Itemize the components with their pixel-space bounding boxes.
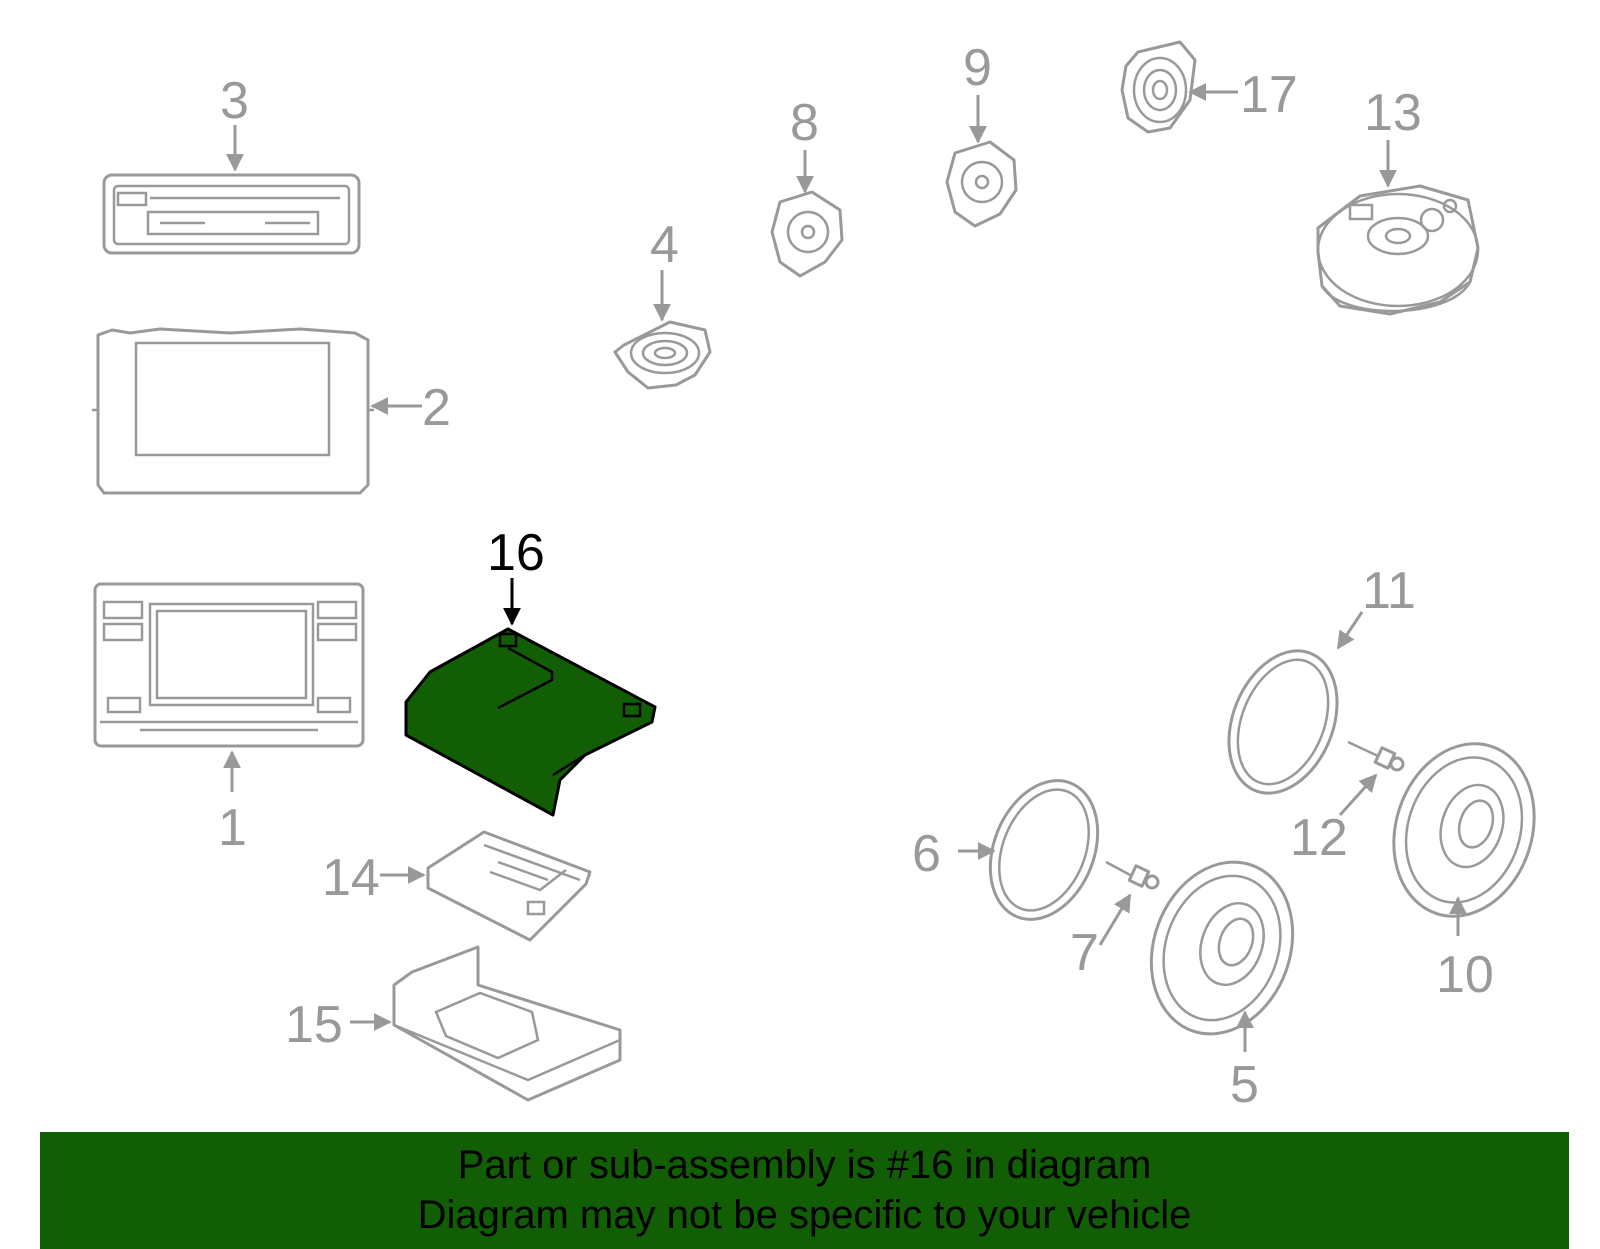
part-11-gasket[interactable] — [1209, 635, 1357, 810]
callout-13: 13 — [1364, 84, 1422, 142]
banner-line-2: Diagram may not be specific to your vehi… — [417, 1193, 1192, 1237]
part-3-cd-unit[interactable] — [102, 173, 361, 255]
part-12-screw[interactable] — [1347, 740, 1405, 772]
callout-6: 6 — [912, 825, 941, 883]
callout-1: 1 — [218, 799, 247, 857]
callout-7: 7 — [1070, 924, 1099, 982]
callout-17: 17 — [1240, 66, 1298, 124]
part-13-subwoofer[interactable] — [1316, 184, 1480, 316]
part-4-tweeter[interactable] — [613, 320, 712, 390]
callout-2: 2 — [422, 379, 451, 437]
callout-4: 4 — [650, 216, 679, 274]
part-1-head-unit[interactable] — [93, 582, 365, 748]
part-9-speaker[interactable] — [945, 140, 1018, 228]
callout-16: 16 — [487, 524, 545, 582]
part-10-woofer[interactable] — [1372, 725, 1556, 934]
part-16-highlighted-module[interactable] — [404, 627, 657, 817]
part-7-screw[interactable] — [1105, 860, 1160, 890]
part-15-bracket[interactable] — [392, 945, 622, 1102]
callout-14: 14 — [322, 849, 380, 907]
part-14-module[interactable] — [426, 830, 592, 942]
callout-8: 8 — [790, 94, 819, 152]
callout-3: 3 — [220, 72, 249, 130]
callout-12: 12 — [1290, 809, 1348, 867]
callout-11: 11 — [1362, 562, 1416, 620]
disclaimer-banner: Part or sub-assembly is #16 in diagram D… — [40, 1132, 1569, 1249]
part-6-gasket[interactable] — [971, 765, 1118, 936]
part-17-tweeter[interactable] — [1120, 40, 1197, 134]
banner-line-1: Part or sub-assembly is #16 in diagram — [457, 1143, 1152, 1187]
part-5-woofer[interactable] — [1128, 842, 1316, 1054]
part-8-speaker[interactable] — [770, 190, 844, 278]
callout-9: 9 — [963, 39, 992, 97]
part-2-display[interactable] — [92, 327, 374, 495]
callout-5: 5 — [1230, 1056, 1259, 1114]
callout-15: 15 — [285, 996, 343, 1054]
callout-10: 10 — [1436, 946, 1494, 1004]
